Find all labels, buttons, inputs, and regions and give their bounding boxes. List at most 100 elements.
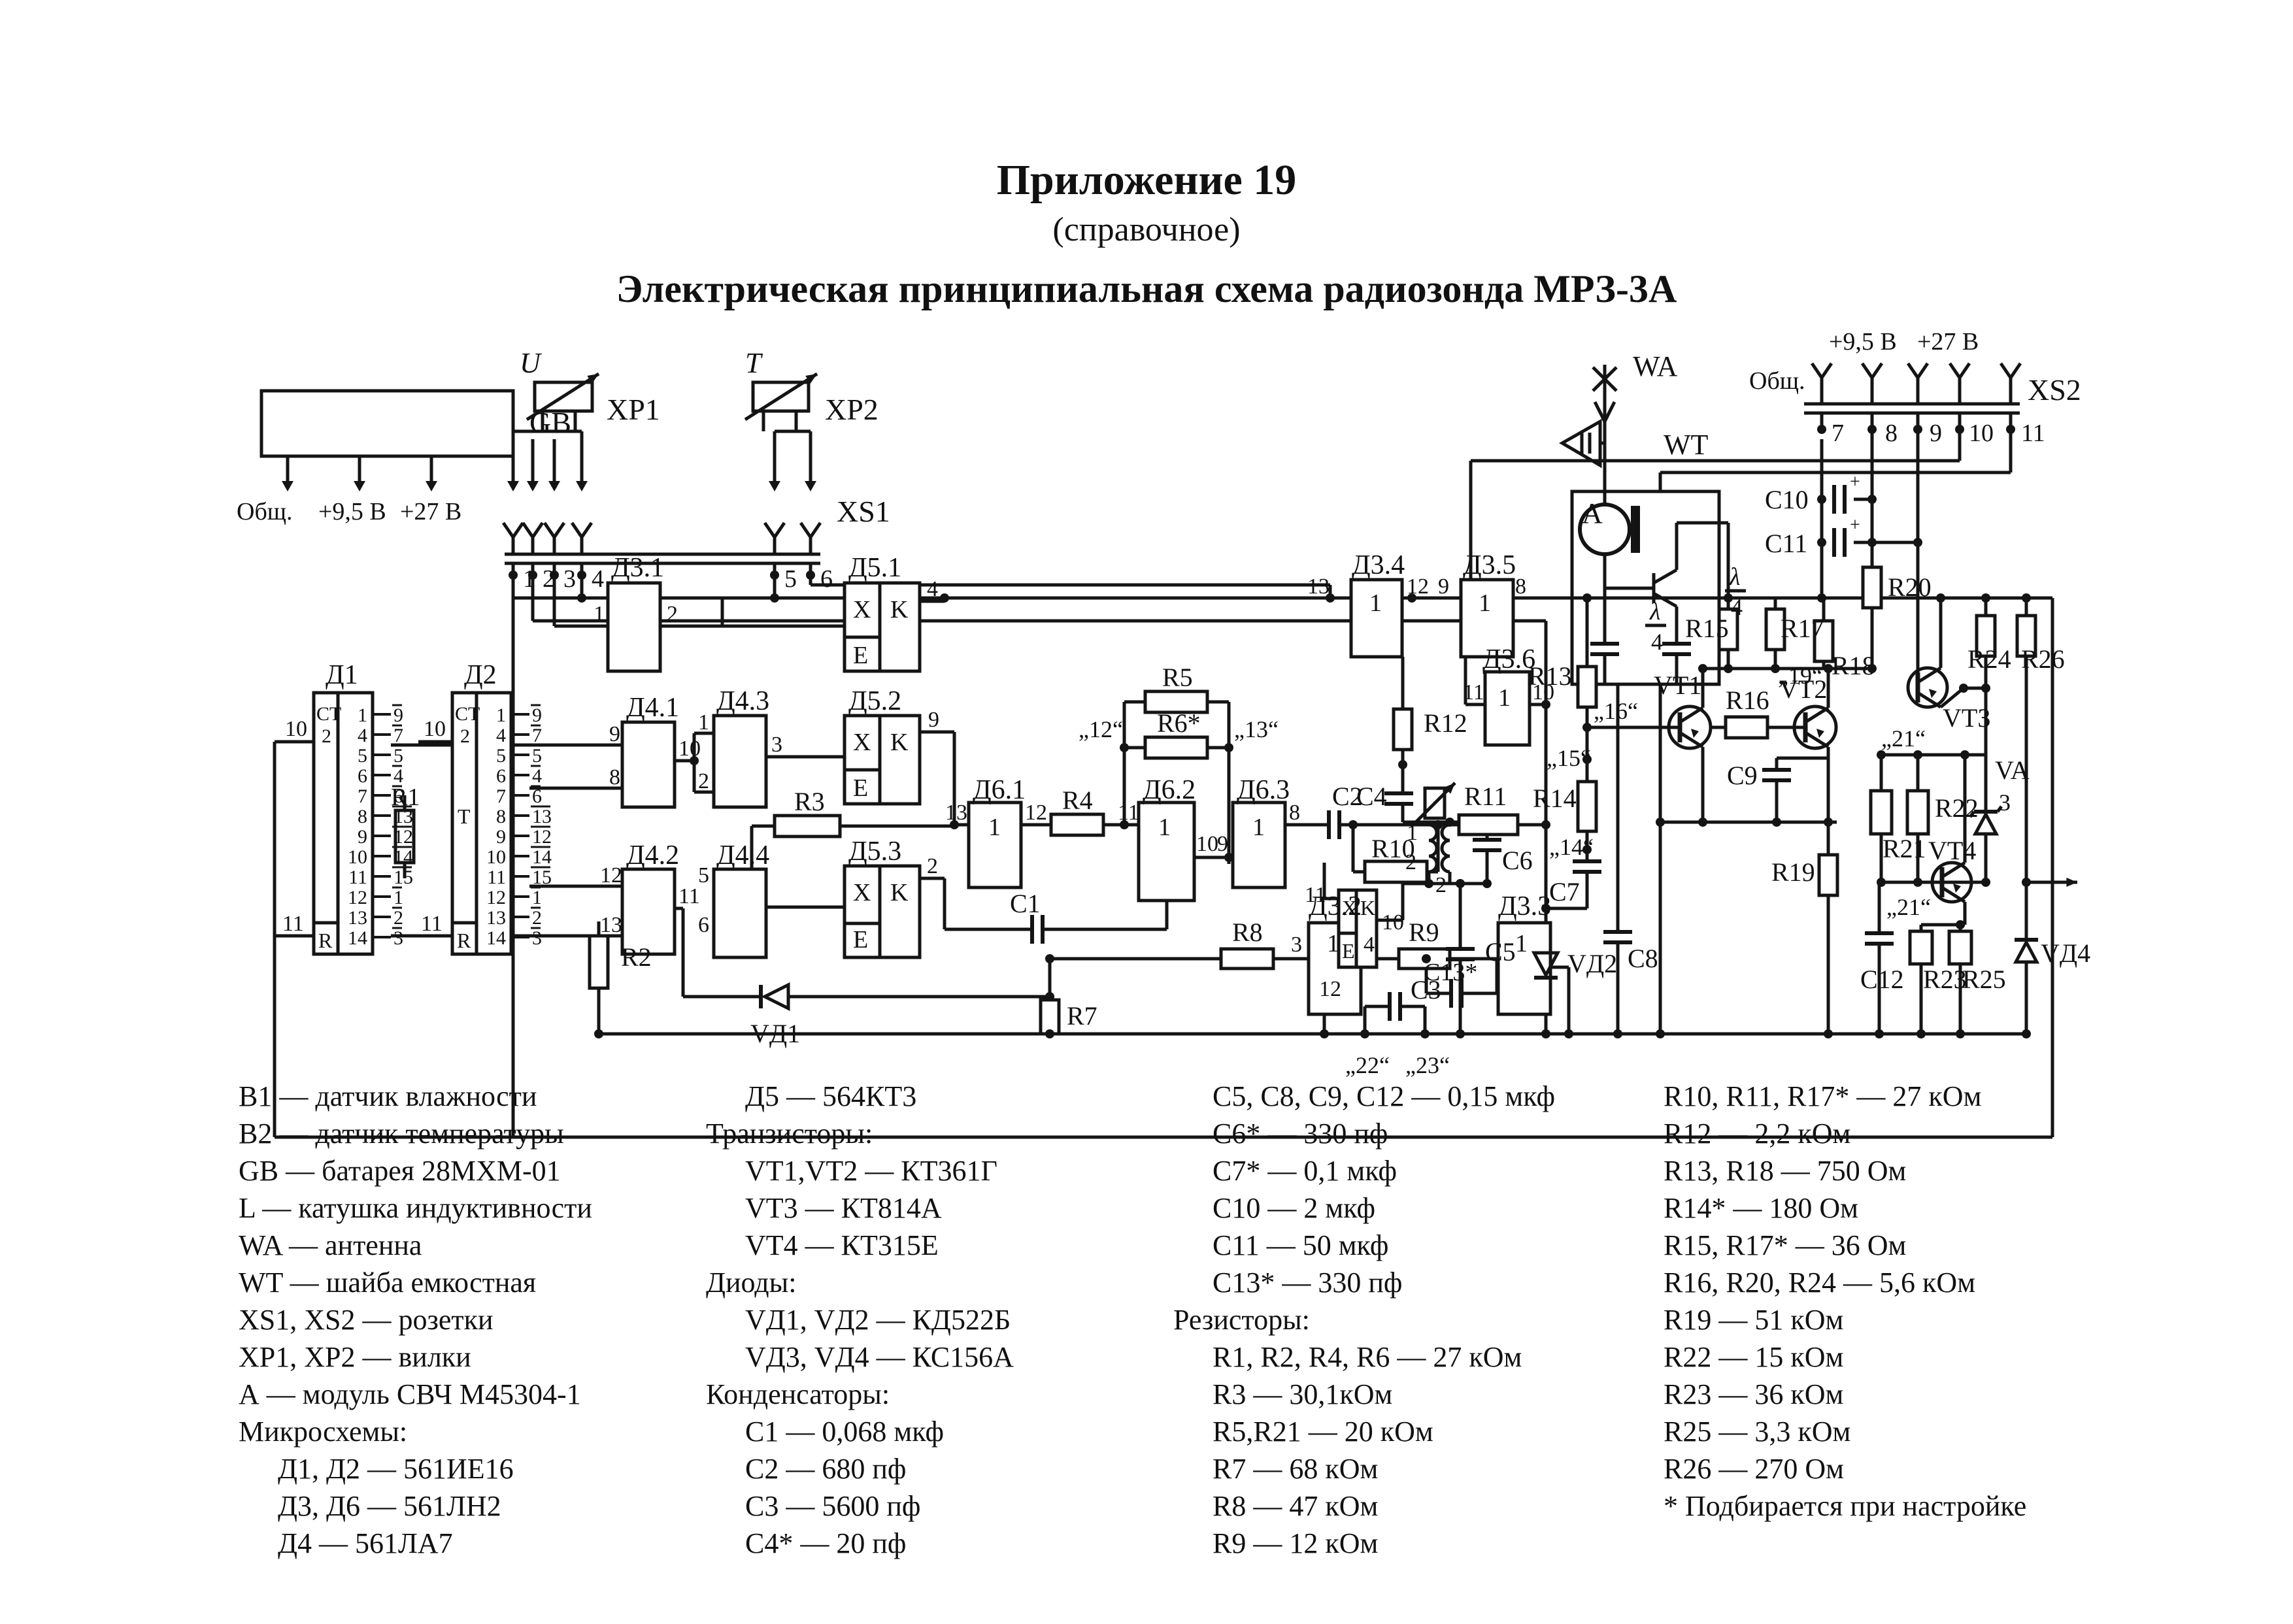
schematic-label: Т [458,804,471,828]
schematic-label: VT2 [1779,674,1827,704]
junction-dot [1420,1029,1430,1038]
parts-line: R5,R21 — 20 кОм [1213,1416,1433,1448]
schematic-label: C12 [1860,965,1904,994]
schematic-label: 11 [421,912,443,936]
counter-pin: 2 [532,907,542,929]
socket-fork [1820,362,1833,379]
parts-line: Д5 — 564КТ3 [745,1080,917,1112]
resistor-body [1576,780,1598,833]
junction-dot [1541,904,1550,913]
diode [1531,951,1561,979]
junction-dot [940,593,949,603]
counter-pin: 15 [393,867,413,888]
schematic-label: R23 [1923,965,1967,994]
parts-line: В1 — датчик влажности [239,1080,537,1112]
schematic-label: 1 [698,710,709,735]
schematic-label: Д2 [464,660,497,690]
parts-line: R22 — 15 кОм [1664,1341,1844,1373]
resistor-body [1908,929,1934,966]
socket-fork [809,522,822,539]
junction-dot [1541,1029,1550,1038]
schematic-label: Д5.1 [848,553,901,583]
schematic-label: VД4 [2041,938,2090,968]
parts-line: R8 — 47 кОм [1213,1490,1379,1522]
schematic-label: „21“ [1881,725,1926,752]
junction-dot [1045,1029,1054,1038]
parts-line: С3 — 5600 пф [745,1490,921,1522]
schematic-label: 4 [1651,629,1663,655]
schematic-label: 1 [1327,930,1339,957]
analog-switch-box [843,714,922,806]
diode [761,982,790,1012]
schematic-label: 11 [1463,680,1484,704]
schematic-label: 2 [698,769,709,793]
schematic-label: 2 [927,854,938,878]
transistor-lead [1941,861,1966,879]
schematic-label: 12 [1025,801,1047,825]
junction-dot [806,571,815,580]
resistor-body [2015,614,2037,658]
socket-fork [570,522,584,539]
schematic-label: VT3 [1943,703,1990,733]
schematic-label: R12 [1424,708,1467,738]
schematic-label: 1 [1479,589,1491,617]
junction-dot [1541,700,1550,709]
schematic-label: Д3.2 [1309,891,1362,921]
schematic-label: 12 [1407,574,1429,599]
counter-box [450,691,513,956]
junction-dot [1045,992,1054,1001]
resistor-body [1975,614,1997,658]
schematic-label: 1 [594,602,605,626]
junction-dot [1582,723,1592,732]
schematic-label: 1 [1158,814,1171,841]
junction-dot [1817,593,1826,603]
resistor-body [1457,813,1520,837]
junction-dot [1224,743,1233,752]
junction-dot [1877,878,1886,887]
schematic-label: K [890,596,909,623]
arrow-head [587,374,599,384]
junction-dot [1913,538,1922,547]
counter-pin: 4 [358,725,367,746]
schematic-label: R4 [1062,786,1093,815]
schematic-label: Д6.2 [1143,775,1196,805]
schematic-label: C8 [1628,944,1658,973]
parts-line: С6* — 330 пф [1213,1118,1388,1150]
junction-dot [1698,664,1707,673]
schematic-label: 6 [698,913,709,937]
parts-line: VT3 — КТ814А [745,1192,942,1224]
junction-dot [1824,664,1833,673]
schematic-label: 1 [1252,814,1265,841]
schematic-label: 10 [1532,680,1554,704]
parts-line: R23 — 36 кОм [1664,1378,1844,1410]
component-box [620,720,677,809]
transistor-lead [1679,706,1704,724]
junction-dot [950,820,959,829]
schematic-label: 8 [1289,801,1300,825]
counter-pin: 10 [486,846,506,868]
parts-line: R7 — 68 кОм [1213,1453,1379,1485]
schematic-label: R19 [1771,857,1815,887]
appendix-title: Приложение 19 [996,156,1297,204]
schematic-label: 9 [928,708,939,732]
component-box [1349,578,1404,659]
schematic-label: Д6.1 [973,775,1026,805]
junction-dot [1224,853,1233,862]
arrow-line [744,372,818,422]
polarity-plus: + [1850,515,1860,535]
schematic-label: XP1 [607,393,660,426]
counter-pin: 6 [532,786,542,807]
zener-hook [1969,810,1975,818]
junction-dot [1817,425,1826,434]
junction-dot [577,571,586,580]
counter-pin: 3 [393,927,403,949]
counter-pin: 13 [532,806,552,827]
schematic-label: R22 [1935,793,1979,823]
counter-pin: 13 [486,907,506,929]
junction-dot [1120,743,1129,752]
component-box [967,801,1023,889]
counter-pin: 1 [358,704,367,726]
resistor-body [1143,689,1209,714]
schematic-label: „22“ [1345,1052,1390,1078]
